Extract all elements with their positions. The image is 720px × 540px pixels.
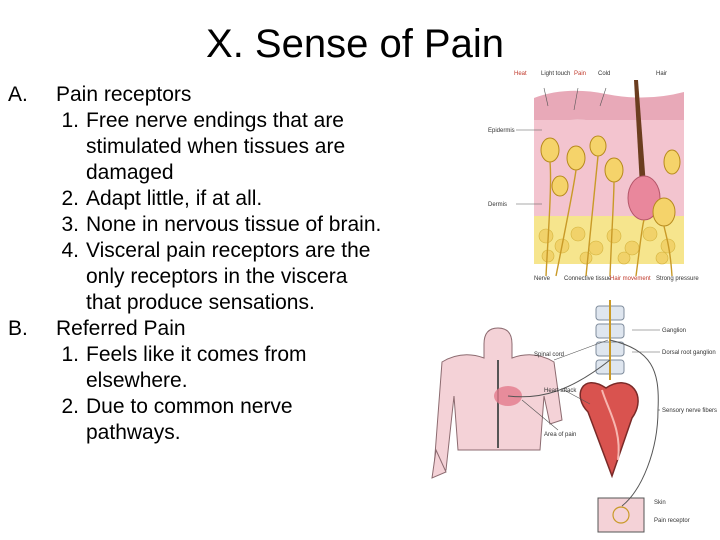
item-text: Adapt little, if at all. bbox=[86, 187, 263, 210]
label-hair: Hair bbox=[656, 71, 667, 77]
item-text: None in nervous tissue of brain. bbox=[86, 213, 382, 236]
section-b: B. Referred Pain 1. Feels like it comes f… bbox=[8, 316, 398, 446]
label-leader-lines bbox=[516, 87, 607, 205]
item-number: 4. bbox=[61, 239, 79, 262]
label-skin: Skin bbox=[654, 500, 666, 506]
item-number: 2. bbox=[61, 395, 79, 418]
section-heading: Referred Pain bbox=[56, 317, 186, 340]
bullet-outline: A. Pain receptors 1. Free nerve endings t… bbox=[8, 82, 398, 446]
label-light-touch: Light touch bbox=[541, 71, 570, 77]
section-marker: A. bbox=[8, 83, 28, 106]
label-heart-attack: Heart attack bbox=[544, 388, 577, 394]
pain-receptor-inset bbox=[612, 506, 630, 524]
section-heading: Pain receptors bbox=[56, 83, 192, 106]
arm-pain-area bbox=[431, 448, 447, 479]
label-strong-pressure: Strong pressure bbox=[656, 276, 699, 282]
item-text: Feels like it comes from elsewhere. bbox=[86, 343, 307, 392]
epidermis-layer bbox=[534, 90, 684, 126]
label-connective-tissue: Connective tissue bbox=[564, 276, 612, 282]
referred-pain-figure: Spinal cord Heart attack Area of pain Ga… bbox=[431, 300, 717, 533]
item-number: 1. bbox=[61, 343, 79, 366]
list-item: 1. Free nerve endings that are stimulated… bbox=[8, 108, 398, 186]
label-pain-receptor: Pain receptor bbox=[654, 518, 690, 524]
item-number: 1. bbox=[61, 109, 79, 132]
label-heat: Heat bbox=[514, 71, 527, 77]
item-number: 3. bbox=[61, 213, 79, 236]
heart-illustration bbox=[579, 381, 639, 479]
slide-title: X. Sense of Pain bbox=[206, 22, 504, 66]
list-item: 1. Feels like it comes from elsewhere. bbox=[8, 342, 398, 394]
label-area-of-pain: Area of pain bbox=[544, 432, 576, 438]
item-number: 2. bbox=[61, 187, 79, 210]
label-cold: Cold bbox=[598, 71, 610, 77]
label-dorsal-root-ganglion: Dorsal root ganglion bbox=[662, 350, 716, 356]
label-hair-movement: Hair movement bbox=[610, 276, 651, 282]
label-leader-lines bbox=[521, 329, 660, 431]
list-item: 4. Visceral pain receptors are the only r… bbox=[8, 238, 398, 316]
skin-inset bbox=[597, 497, 645, 533]
label-sensory-nerve-fibers: Sensory nerve fibers bbox=[662, 408, 717, 414]
list-item: 2. Due to common nerve pathways. bbox=[8, 394, 398, 446]
section-marker: B. bbox=[8, 317, 28, 340]
label-nerve: Nerve bbox=[534, 276, 551, 282]
label-spinal-cord: Spinal cord bbox=[534, 352, 564, 358]
hair-shaft bbox=[634, 80, 646, 186]
label-pain: Pain bbox=[574, 71, 586, 77]
list-item: 2. Adapt little, if at all. bbox=[8, 186, 398, 212]
nerve-pathways bbox=[507, 339, 659, 507]
skin-receptors-figure: Heat Light touch Pain Cold Hair Epidermi… bbox=[488, 71, 699, 282]
item-text: Visceral pain receptors are the only rec… bbox=[86, 239, 371, 314]
section-a: A. Pain receptors 1. Free nerve endings t… bbox=[8, 82, 398, 316]
list-item: 3. None in nervous tissue of brain. bbox=[8, 212, 398, 238]
item-text: Due to common nerve pathways. bbox=[86, 395, 293, 444]
label-epidermis: Epidermis bbox=[488, 128, 515, 134]
coronary-vessel bbox=[601, 389, 620, 461]
item-text: Free nerve endings that are stimulated w… bbox=[86, 109, 346, 184]
nerve-fibers bbox=[545, 155, 673, 277]
label-ganglion: Ganglion bbox=[662, 328, 686, 334]
label-dermis: Dermis bbox=[488, 202, 507, 208]
